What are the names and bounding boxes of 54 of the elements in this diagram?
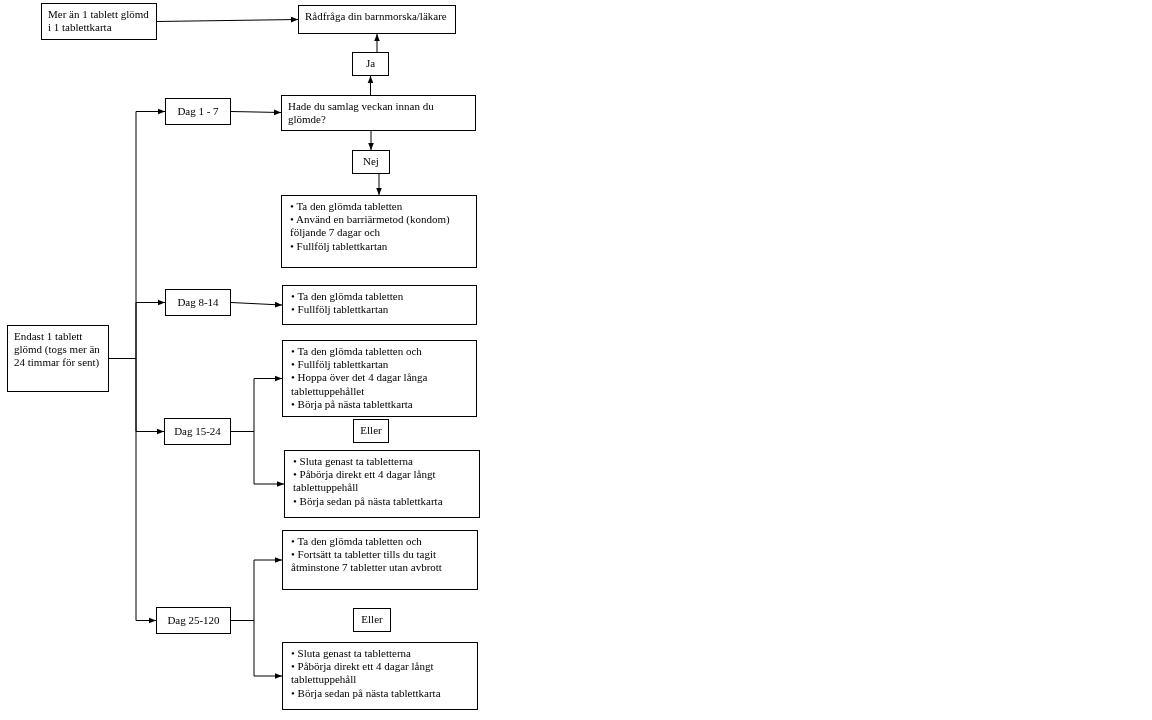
arrow [156, 16, 299, 23]
bullet-item: • Fullfölj tablettkartan [291, 358, 390, 372]
instruction-box [284, 450, 480, 518]
node-text: Rådfråga din barnmorska/läkare [305, 10, 448, 24]
bullet-item: • Börja på nästa tablettkarta [291, 397, 414, 411]
label-box [165, 98, 231, 125]
label-box [165, 289, 231, 316]
node-text: Hade du samlag veckan innan du glömde? [288, 100, 435, 127]
bullet-item: • Påbörja direkt ett 4 dagar långt tablettuppehåll [293, 468, 437, 495]
bullet-item: • Fullfölj tablettkartan [290, 239, 389, 253]
bullet-item: • Ta den glömda tabletten och [291, 535, 423, 549]
label-box [353, 608, 391, 632]
bullet-item: • Använd en barriärmetod (kondom) följande 7 dagar och [290, 213, 451, 240]
label-box [352, 52, 389, 76]
bullet-item: • Börja sedan på nästa tablettkarta [291, 686, 442, 700]
bullet-item: • Ta den glömda tabletten [290, 200, 404, 214]
label-box [353, 419, 389, 443]
node-text: Endast 1 tablett glömd (togs mer än 24 timmar för sent) [14, 330, 101, 370]
bullet-item: • Fullfölj tablettkartan [291, 303, 390, 317]
process-box [7, 325, 109, 392]
process-box [281, 95, 476, 132]
node-text: Nej [363, 155, 379, 169]
label-box [352, 150, 390, 174]
instruction-box [282, 285, 477, 325]
bullet-item: • Påbörja direkt ett 4 dagar långt tablettuppehåll [291, 660, 435, 687]
bullet-item: • Sluta genast ta tabletterna [293, 455, 414, 469]
bullet-item: • Fortsätt ta tabletter tills du tagit åtminstone 7 tabletter utan avbrott [291, 548, 443, 575]
label-box [156, 607, 231, 634]
process-box [41, 3, 157, 40]
arrow [367, 75, 374, 96]
arrow [230, 301, 283, 308]
bullet-item: • Ta den glömda tabletten [291, 290, 405, 304]
node-text: Eller [361, 613, 383, 627]
node-text: Dag 15-24 [174, 424, 221, 439]
node-text: Dag 8-14 [177, 295, 219, 310]
instruction-box [282, 340, 477, 417]
arrow [368, 129, 374, 151]
bullet-item: • Sluta genast ta tabletterna [291, 647, 412, 661]
instruction-box [282, 530, 478, 590]
node-text: Dag 1 - 7 [177, 104, 219, 119]
bullet-item: • Ta den glömda tabletten och [291, 345, 423, 359]
instruction-box [281, 195, 477, 268]
arrow [374, 33, 380, 53]
node-text: Eller [360, 424, 382, 438]
node-text: Ja [365, 57, 376, 71]
node-text: Dag 25-120 [167, 613, 220, 628]
bullet-item: • Hoppa över det 4 dagar långa tablettuppehållet [291, 371, 429, 398]
instruction-box [282, 642, 478, 710]
bullet-item: • Börja sedan på nästa tablettkarta [293, 494, 444, 508]
process-box [298, 5, 456, 34]
label-box [164, 418, 231, 445]
node-text: Mer än 1 tablett glömd i 1 tablettkarta [48, 8, 150, 35]
arrow [230, 109, 282, 116]
arrow [376, 173, 382, 196]
